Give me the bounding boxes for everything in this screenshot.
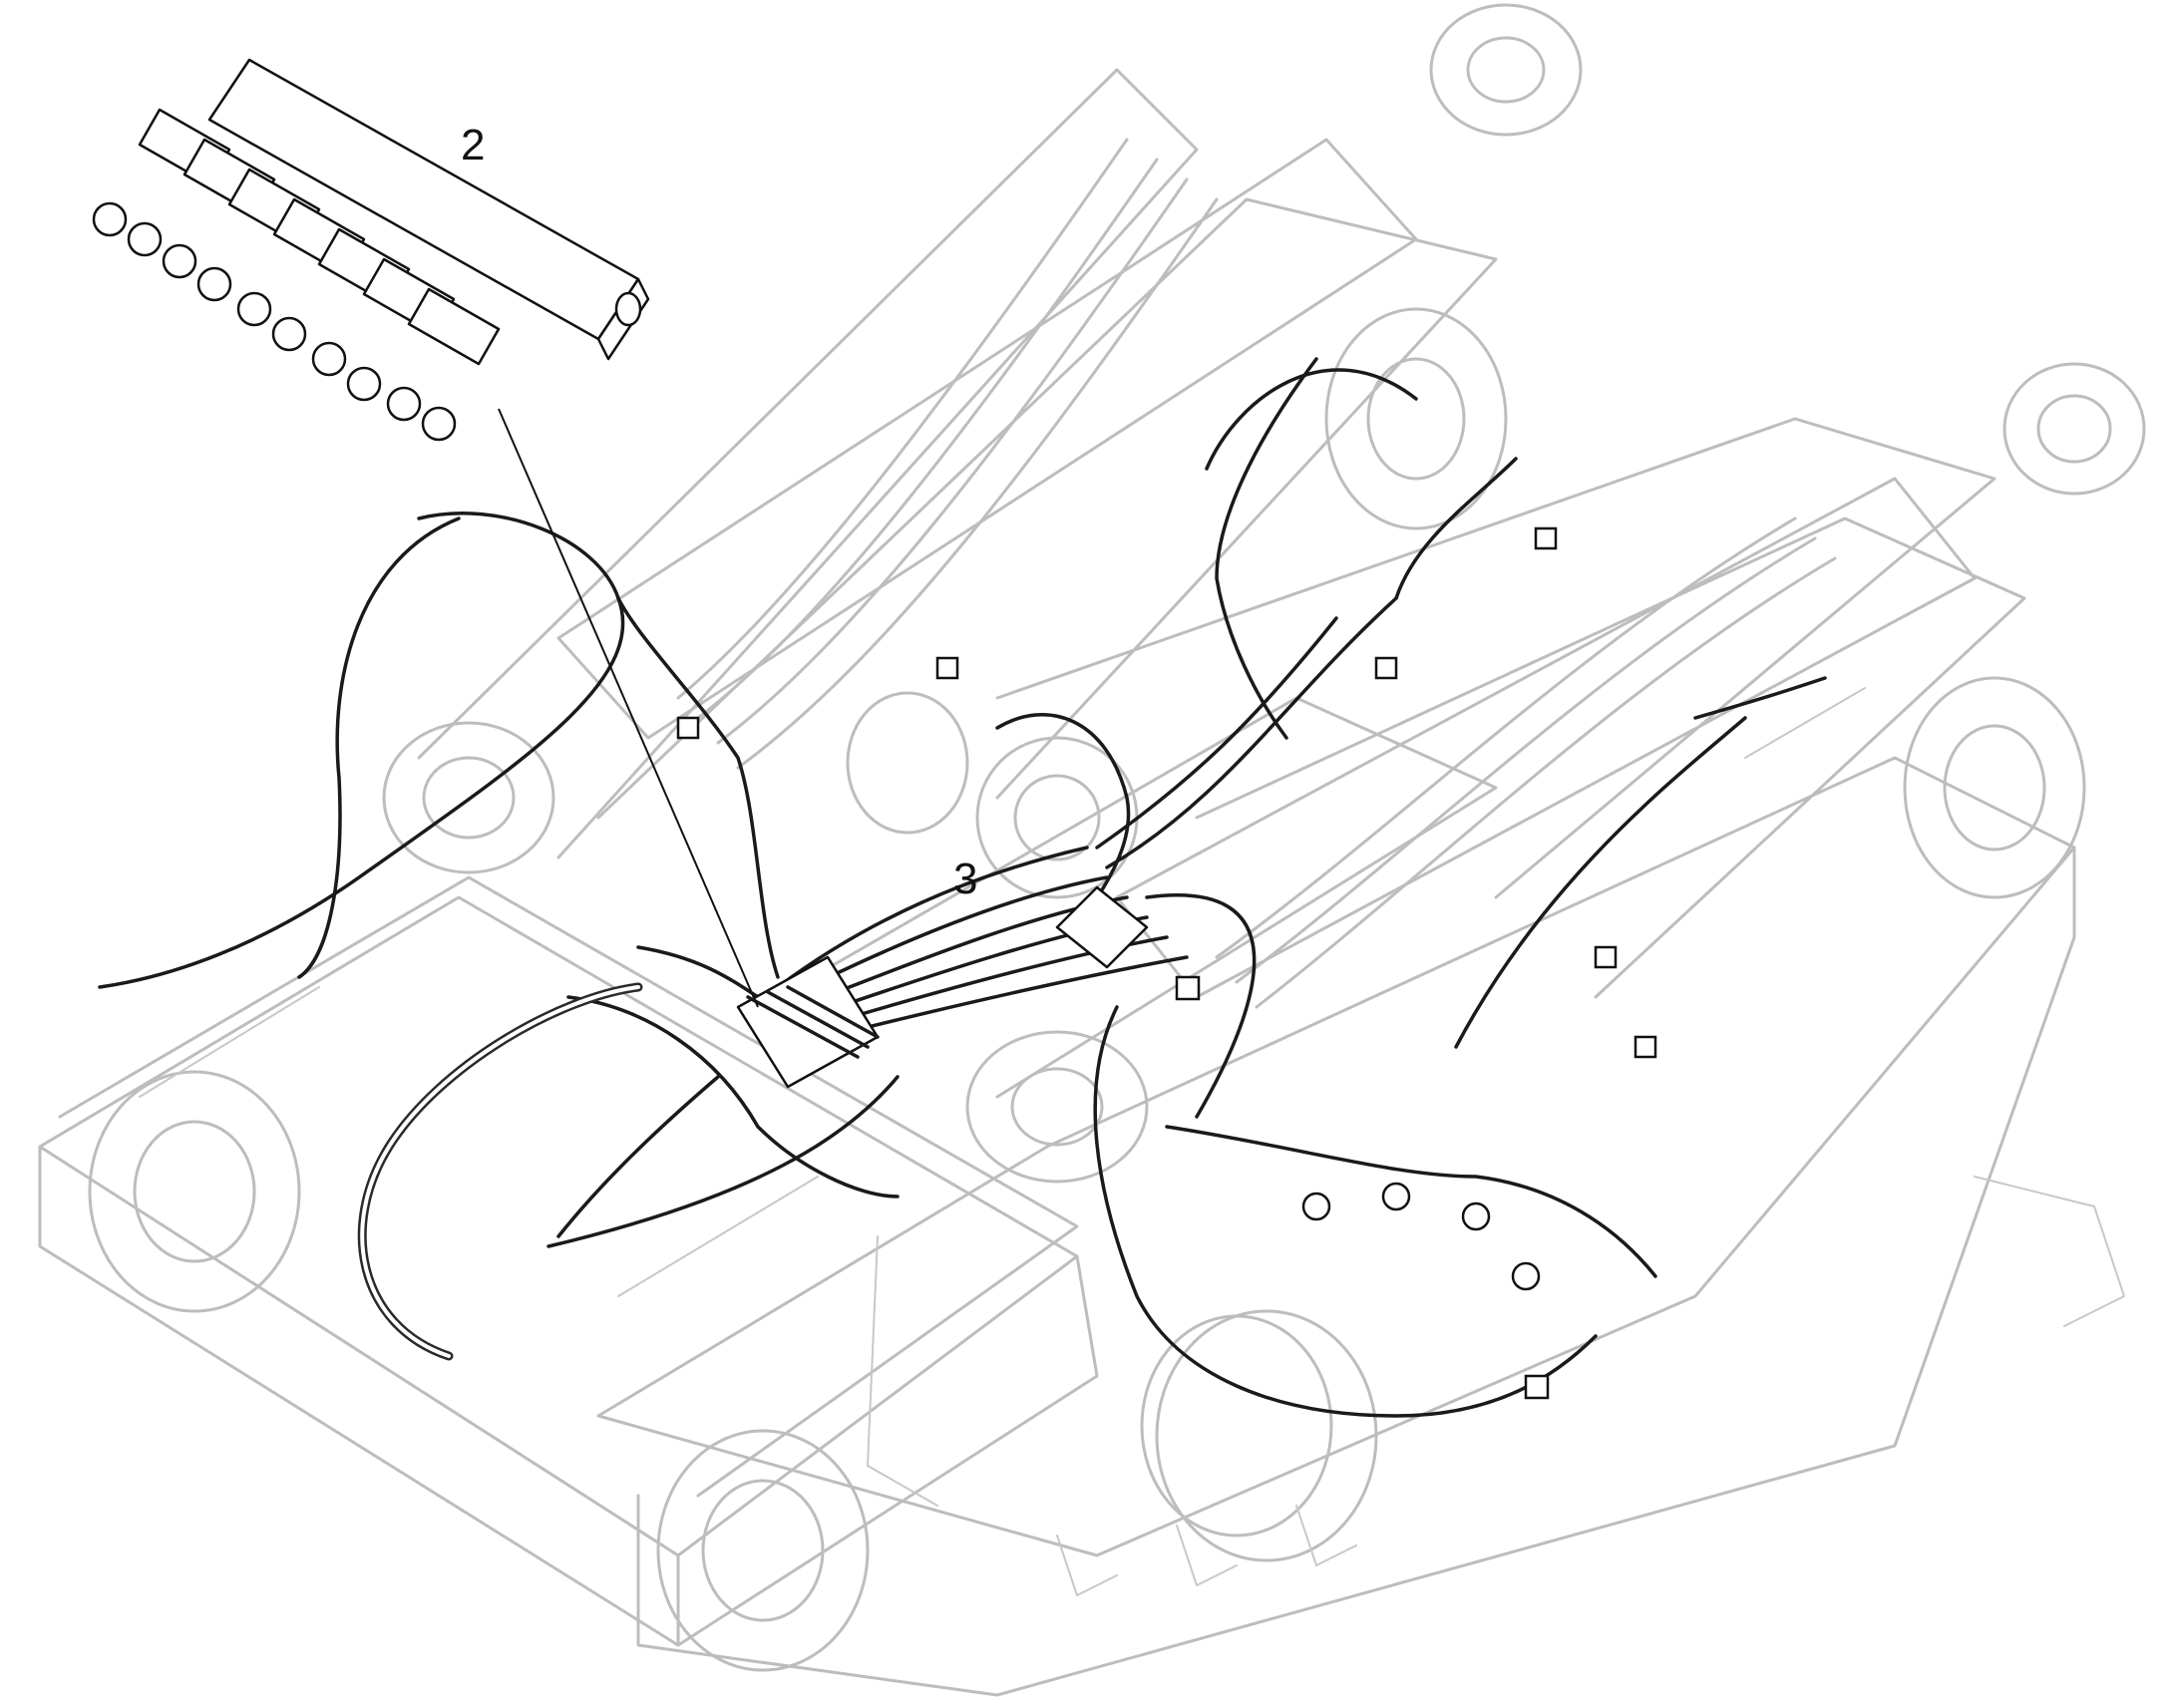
callout-item-2: 2	[461, 121, 485, 170]
machine-structure-outline	[38, 3, 2146, 1697]
distributor-block-detail	[92, 58, 650, 442]
callout-item-3: 3	[953, 854, 977, 903]
boom-hose-bundle-upper	[676, 138, 1837, 1009]
distributor-outlet-fittings	[92, 201, 457, 442]
distributor-sections	[138, 108, 501, 366]
leader-line-item-2	[498, 408, 759, 1008]
hose-clamps	[676, 526, 1657, 1400]
main-supply-hose	[357, 982, 643, 1361]
distributor-block-installed	[736, 885, 1149, 1089]
